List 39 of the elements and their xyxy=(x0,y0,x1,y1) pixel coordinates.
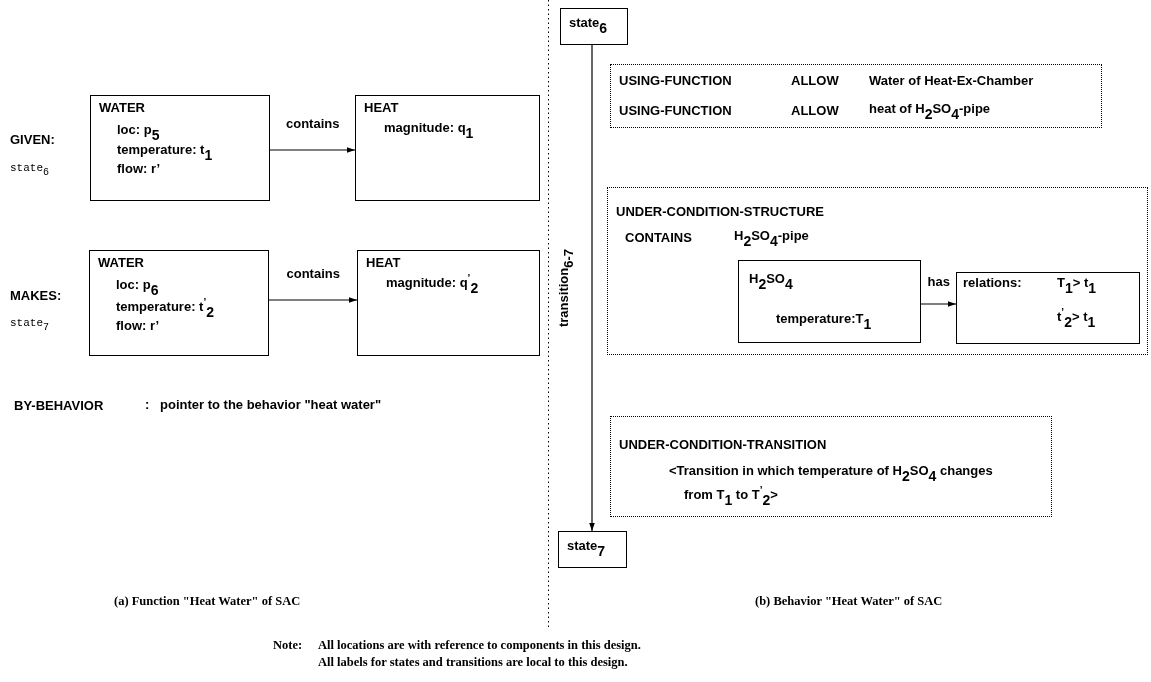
note-text: All labels for states and transitions are local to this design. xyxy=(318,654,628,670)
state-box xyxy=(558,531,627,568)
relations-box xyxy=(956,272,1140,344)
object-box xyxy=(90,95,270,201)
node-title: UNDER-CONDITION-STRUCTURE xyxy=(616,204,824,220)
state-box xyxy=(560,8,628,45)
node-title: USING-FUNCTION xyxy=(619,73,732,89)
node-text: flow: r’ xyxy=(117,161,161,177)
node-title: UNDER-CONDITION-TRANSITION xyxy=(619,437,827,453)
node-text: Water of Heat-Ex-Chamber xyxy=(869,73,1034,89)
object-box xyxy=(738,260,921,343)
node-text: flow: r’ xyxy=(116,318,160,334)
label-text: : xyxy=(145,397,150,413)
condition-box xyxy=(610,64,1102,128)
arrow xyxy=(269,147,356,153)
arrow xyxy=(589,44,595,532)
node-text: CONTAINS xyxy=(625,230,692,246)
node-title: HEAT xyxy=(364,100,399,116)
label-text: MAKES: xyxy=(10,288,62,304)
note-text: Note: xyxy=(273,637,303,653)
node-text: USING-FUNCTION xyxy=(619,103,732,119)
object-box xyxy=(89,250,269,356)
node-title: WATER xyxy=(98,255,144,271)
object-box xyxy=(355,95,540,201)
node-title: HEAT xyxy=(366,255,401,271)
label-text: BY-BEHAVIOR xyxy=(14,398,104,414)
node-text: ALLOW xyxy=(791,73,839,89)
arrow xyxy=(268,297,358,303)
condition-box xyxy=(610,416,1052,517)
figure-caption: (a) Function "Heat Water" of SAC xyxy=(114,593,301,609)
node-title: WATER xyxy=(99,100,145,116)
label-text: GIVEN: xyxy=(10,132,55,148)
object-box xyxy=(357,250,540,356)
figure-caption: (b) Behavior "Heat Water" of SAC xyxy=(755,593,943,609)
note-text: All locations are with reference to components in this design. xyxy=(318,637,641,653)
arrow xyxy=(920,301,957,307)
node-title: relations: xyxy=(963,275,1022,291)
node-text: ALLOW xyxy=(791,103,839,119)
label-text: pointer to the behavior "heat water" xyxy=(160,397,382,413)
